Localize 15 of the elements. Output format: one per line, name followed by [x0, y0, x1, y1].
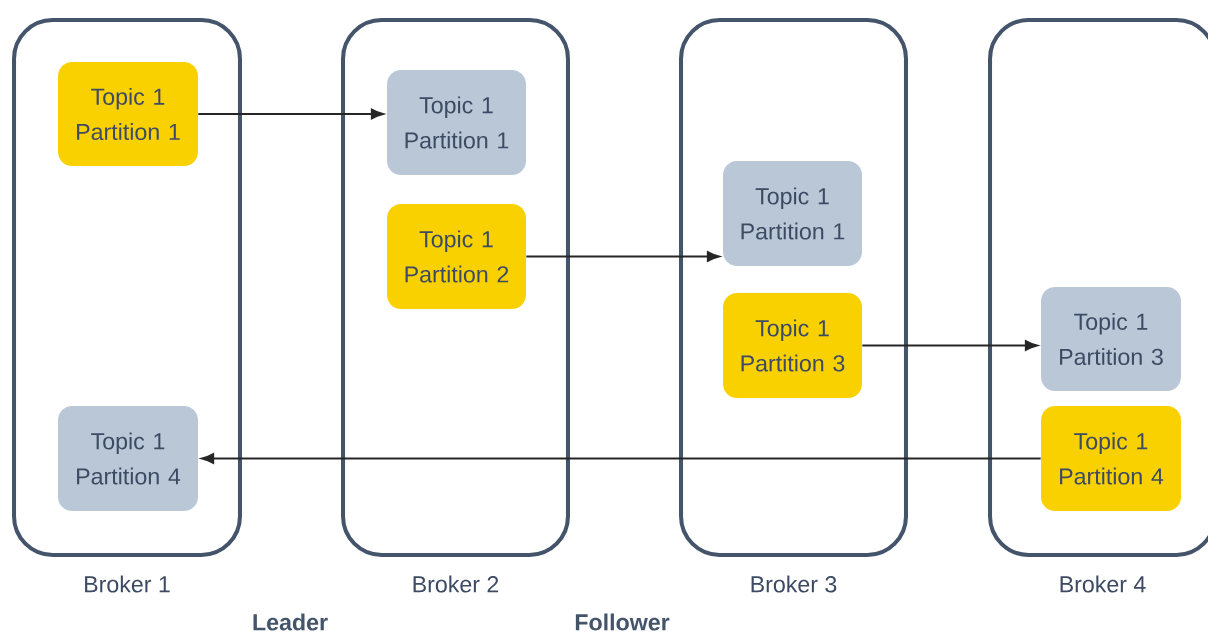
partition-box: Topic 1 Partition 1 [58, 62, 198, 166]
partition-box: Topic 1 Partition 4 [1041, 406, 1181, 511]
node-label: Broker 4 [1060, 575, 1146, 593]
partition-box: Topic 1 Partition 2 [387, 204, 526, 309]
node-label: Broker 2 [413, 575, 499, 593]
role-label: Follower [575, 613, 670, 631]
partition-box: Topic 1 Partition 3 [723, 293, 862, 398]
partition-box: Topic 1 Partition 1 [723, 161, 862, 266]
node-label: Broker 3 [751, 575, 837, 593]
node-label: Broker 1 [85, 575, 170, 593]
role-label: Leader [253, 613, 328, 631]
partition-box: Topic 1 Partition 1 [387, 70, 526, 175]
partition-box: Topic 1 Partition 4 [58, 406, 198, 511]
partition-box: Topic 1 Partition 3 [1041, 287, 1181, 391]
arrow [197, 108, 384, 120]
